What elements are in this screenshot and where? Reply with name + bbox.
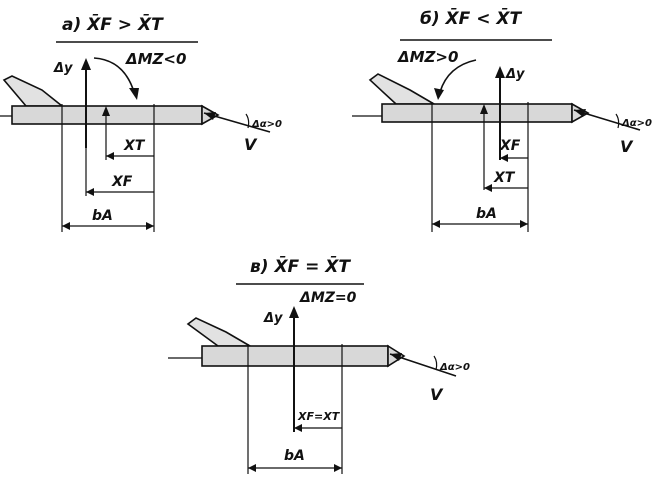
panel-a-title: а) X̄F > X̄T: [62, 13, 164, 35]
panel-c-velocity-label: V: [430, 385, 444, 404]
panel-c: в) X̄F = X̄T ΔMZ=0 Δy V Δα>0 XF=XT bA: [168, 255, 470, 474]
panel-a-dim-ba-label: bA: [92, 208, 113, 224]
panel-a-dim-xf-label: XF: [111, 174, 133, 190]
panel-c-velocity-arrowhead: [390, 353, 402, 361]
panel-c-moment-label: ΔMZ=0: [299, 290, 357, 306]
panel-b-velocity-line: [573, 109, 641, 131]
panel-c-velocity-line: [389, 353, 457, 377]
panel-b-lift-arrowhead: [495, 66, 505, 78]
panel-b-dim-ba-head-left: [432, 220, 440, 228]
panel-a-dim-ba-head-left: [62, 222, 70, 230]
panel-b-dim-xt-head: [484, 184, 492, 192]
panel-a-alpha-arc: [245, 113, 250, 129]
panel-b-title: б) X̄F < X̄T: [420, 7, 522, 29]
panel-b-dim-xt-label: XT: [493, 170, 516, 186]
panel-b-dim-ba-label: bA: [476, 206, 497, 222]
panel-c-title: в) X̄F = X̄T: [250, 255, 351, 277]
panel-a-lift-label: Δy: [53, 61, 73, 76]
panel-b: б) X̄F < X̄T ΔMZ>0 Δy V Δα>0 XF XT: [352, 7, 652, 232]
panel-b-moment-arrow: [439, 59, 477, 93]
panel-b-dim-xf-label: XF: [499, 138, 521, 154]
panel-b-tail-fin: [368, 73, 437, 105]
panel-b-velocity-label: V: [620, 137, 634, 156]
panel-b-cg-arrowhead: [480, 104, 488, 114]
panel-a-dim-xt-label: XT: [123, 138, 146, 154]
panel-c-dim-xfxt-label: XF=XT: [297, 410, 341, 423]
panel-c-lift-label: Δy: [263, 311, 283, 326]
panel-a-dim-xf-head: [86, 188, 94, 196]
panel-a-tail-fin: [2, 75, 65, 107]
panel-b-alpha-arc: [615, 113, 620, 129]
panel-b-dim-xf-head: [500, 154, 508, 162]
panel-b-dim-ba-head-right: [520, 220, 528, 228]
panel-a-dim-ba-head-right: [146, 222, 154, 230]
panel-c-alpha-label: Δα>0: [439, 362, 470, 373]
panel-b-velocity-arrowhead: [574, 109, 586, 117]
panel-a-moment-arrowhead: [129, 88, 139, 100]
panel-a-lift-arrowhead: [81, 58, 91, 70]
panel-c-dim-xfxt-head: [294, 424, 302, 432]
panel-c-tail-fin: [186, 317, 253, 347]
panel-c-alpha-arc: [433, 355, 438, 371]
panel-a: а) X̄F > X̄T Δy ΔMZ<0 V Δα>0: [0, 13, 282, 232]
panel-b-moment-label: ΔMZ>0: [397, 48, 458, 66]
panel-a-velocity-line: [203, 112, 271, 133]
panel-a-dim-xt-head: [106, 152, 114, 160]
panel-a-velocity-arrowhead: [204, 112, 216, 120]
panel-a-cg-arrowhead: [102, 106, 110, 116]
panel-b-moment-arrowhead: [434, 88, 444, 100]
panel-b-lift-label: Δy: [505, 67, 525, 82]
panel-c-dim-ba-head-left: [248, 464, 256, 472]
panel-a-moment-label: ΔMZ<0: [125, 50, 186, 68]
panel-a-moment-arrow: [93, 57, 135, 93]
panel-b-alpha-label: Δα>0: [621, 118, 652, 129]
panel-b-fuselage: [381, 103, 573, 123]
panel-c-dim-ba-head-right: [334, 464, 342, 472]
panel-c-dim-ba-label: bA: [284, 448, 305, 464]
panel-c-lift-arrowhead: [289, 306, 299, 318]
panel-a-alpha-label: Δα>0: [251, 119, 282, 130]
panel-a-velocity-label: V: [244, 135, 258, 154]
